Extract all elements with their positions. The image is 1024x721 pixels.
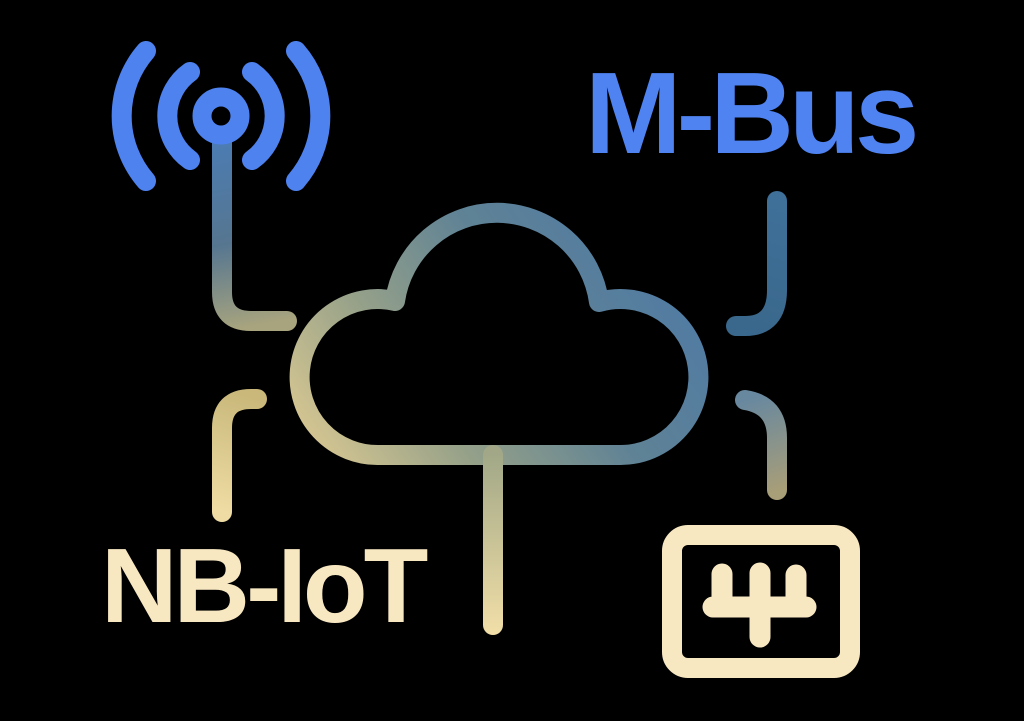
meter-psi-symbol	[702, 562, 817, 648]
meter-icon	[662, 525, 860, 678]
cloud-icon	[289, 202, 709, 635]
label-nb-iot: NB-IoT	[101, 527, 428, 645]
radio-wave-inner-left-arc	[157, 62, 200, 170]
label-m-bus: M-Bus	[585, 48, 919, 178]
radio-wave-inner-right-arc	[242, 62, 285, 170]
radio-antenna-icon	[111, 41, 331, 191]
antenna-hub-ring	[192, 87, 250, 145]
radio-wave-outer-left-arc	[111, 41, 156, 191]
nbiot-cloud-connector	[212, 389, 267, 522]
radio-wave-outer-right-arc	[286, 41, 331, 191]
meter-cloud-connector	[735, 390, 787, 500]
meter-frame	[662, 525, 860, 678]
antenna-cloud-connector	[212, 128, 297, 331]
cloud-outline	[289, 202, 709, 466]
mbus-cloud-connector	[726, 191, 787, 336]
